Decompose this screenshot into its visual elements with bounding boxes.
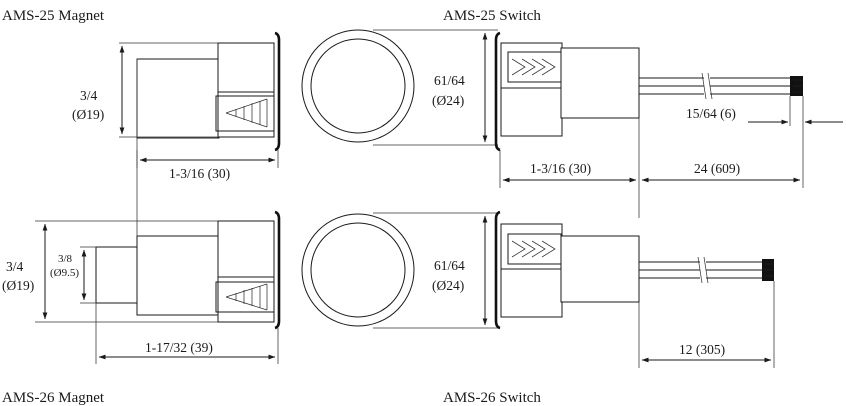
ams25-face-diameter: 61/64 <box>434 73 465 88</box>
ams26-magnet-length-dim: 1-17/32 (39) <box>95 303 279 364</box>
ams26-magnet-height-mm: (Ø19) <box>2 278 34 293</box>
ams26-switch-title: AMS-26 Switch <box>443 390 541 406</box>
ams26-magnet-length: 1-17/32 (39) <box>145 340 213 355</box>
ams25-magnet-title: AMS-25 Magnet <box>2 8 105 24</box>
ams25-switch-length: 1-3/16 (30) <box>530 161 591 176</box>
ams25-switch-title: AMS-25 Switch <box>443 8 541 24</box>
ams26-face-diameter: 61/64 <box>434 258 465 273</box>
ams25-magnet-height-mm: (Ø19) <box>72 107 104 122</box>
ams26-magnet-height-dim: 3/4 (Ø19) <box>2 220 218 323</box>
ams26-tip-diameter: 3/8 <box>58 253 73 265</box>
ams26-tip-diameter-dim: 3/8 (Ø9.5) <box>50 246 96 304</box>
ams25-magnet-length: 1-3/16 (30) <box>169 166 230 181</box>
ams25-face-view: 61/64 (Ø24) <box>301 29 498 146</box>
ams25-magnet-height: 3/4 <box>80 88 98 103</box>
ams25-lead-strip-dim: 15/64 (6) <box>686 96 843 126</box>
ams25-switch-length-dim: 1-3/16 (30) <box>499 118 640 218</box>
ams25-magnet-length-dim: 1-3/16 (30) <box>136 116 279 181</box>
ams25-lead-length: 24 (609) <box>694 161 740 176</box>
ams26-lead-length: 12 (305) <box>679 342 725 357</box>
ams26-face-diameter-mm: (Ø24) <box>432 278 464 293</box>
ams25-face-diameter-mm: (Ø24) <box>432 93 464 108</box>
ams25-lead-strip: 15/64 (6) <box>686 106 736 121</box>
ams26-face-view: 61/64 (Ø24) <box>301 212 498 329</box>
ams25-magnet-height-dim: 3/4 (Ø19) <box>72 42 218 138</box>
ams25-lead-length-dim: 24 (609) <box>641 96 804 188</box>
ams25-magnet <box>136 31 281 152</box>
ams26-magnet-title: AMS-26 Magnet <box>2 390 105 406</box>
ams26-lead-length-dim: 12 (305) <box>638 281 775 368</box>
ams26-magnet <box>95 150 281 330</box>
ams25-switch <box>494 31 803 152</box>
ams26-tip-diameter-mm: (Ø9.5) <box>50 267 79 279</box>
ams26-magnet-height: 3/4 <box>6 259 24 274</box>
ams26-switch <box>494 210 774 330</box>
